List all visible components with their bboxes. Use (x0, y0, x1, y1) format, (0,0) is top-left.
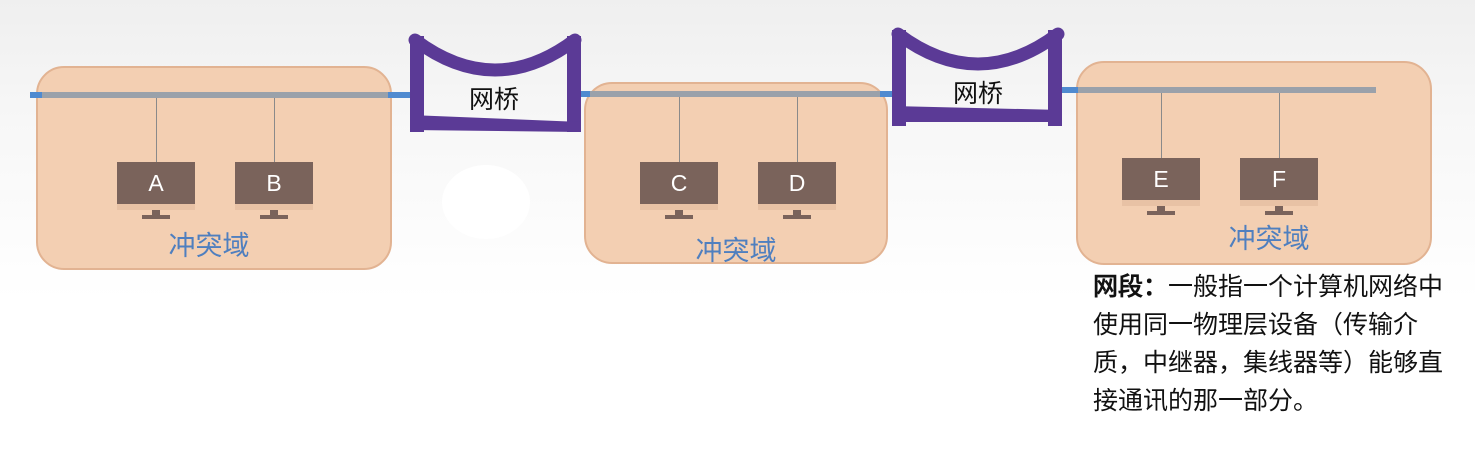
bus-line-segment-2 (590, 91, 882, 97)
monitor-base-icon (260, 215, 288, 219)
segment-definition-note: 网段：一般指一个计算机网络中使用同一物理层设备（传输介质，中继器，集线器等）能够… (1093, 268, 1463, 420)
drop-line (156, 98, 157, 162)
note-term: 网段 (1093, 272, 1144, 301)
computer-screen: B (235, 162, 313, 204)
computer-screen: E (1122, 158, 1200, 200)
monitor-stand-icon (793, 210, 801, 216)
computer-f: F (1240, 158, 1318, 218)
bridge-label: 网桥 (469, 85, 520, 114)
monitor-stand-icon (270, 210, 278, 216)
drop-line (274, 98, 275, 162)
computer-a: A (117, 162, 195, 222)
computer-d: D (758, 162, 836, 222)
collision-domain-label: 冲突域 (1228, 224, 1310, 255)
bridge-icon (408, 33, 582, 132)
bus-line-connector (1062, 87, 1080, 93)
white-blob (442, 165, 530, 239)
bus-line-connector (880, 91, 894, 97)
drop-line (1279, 93, 1280, 158)
computer-screen: D (758, 162, 836, 204)
monitor-stand-icon (1275, 206, 1283, 212)
drop-line (679, 97, 680, 162)
computer-screen: A (117, 162, 195, 204)
bus-line-connector (578, 91, 590, 97)
screen-shadow (1240, 200, 1318, 206)
monitor-base-icon (1147, 211, 1175, 215)
collision-domain-label: 冲突域 (168, 231, 250, 262)
monitor-base-icon (665, 215, 693, 219)
bus-line-connector (388, 92, 412, 98)
screen-shadow (758, 204, 836, 210)
computer-screen: F (1240, 158, 1318, 200)
collision-domain-1: 冲突域 (36, 66, 392, 270)
monitor-base-icon (1265, 211, 1293, 215)
bus-line-left-end (30, 92, 42, 98)
monitor-stand-icon (152, 210, 160, 216)
monitor-stand-icon (675, 210, 683, 216)
computer-b: B (235, 162, 313, 222)
collision-domain-label: 冲突域 (695, 236, 777, 267)
note-colon: ： (1143, 272, 1169, 301)
collision-domain-2: 冲突域 (584, 82, 888, 267)
bus-line-segment-3 (1078, 87, 1376, 93)
monitor-base-icon (142, 215, 170, 219)
drop-line (797, 97, 798, 162)
bridge-label: 网桥 (953, 79, 1004, 108)
drop-line (1161, 93, 1162, 158)
computer-e: E (1122, 158, 1200, 218)
monitor-base-icon (783, 215, 811, 219)
screen-shadow (117, 204, 195, 210)
bridge-icon (891, 27, 1065, 126)
computer-screen: C (640, 162, 718, 204)
computer-c: C (640, 162, 718, 222)
bus-line-segment-1 (42, 92, 390, 98)
screen-shadow (1122, 200, 1200, 206)
monitor-stand-icon (1157, 206, 1165, 212)
screen-shadow (640, 204, 718, 210)
note-text: 一般指一个计算机网络中使用同一物理层设备（传输介质，中继器，集线器等）能够直接通… (1093, 272, 1444, 415)
screen-shadow (235, 204, 313, 210)
